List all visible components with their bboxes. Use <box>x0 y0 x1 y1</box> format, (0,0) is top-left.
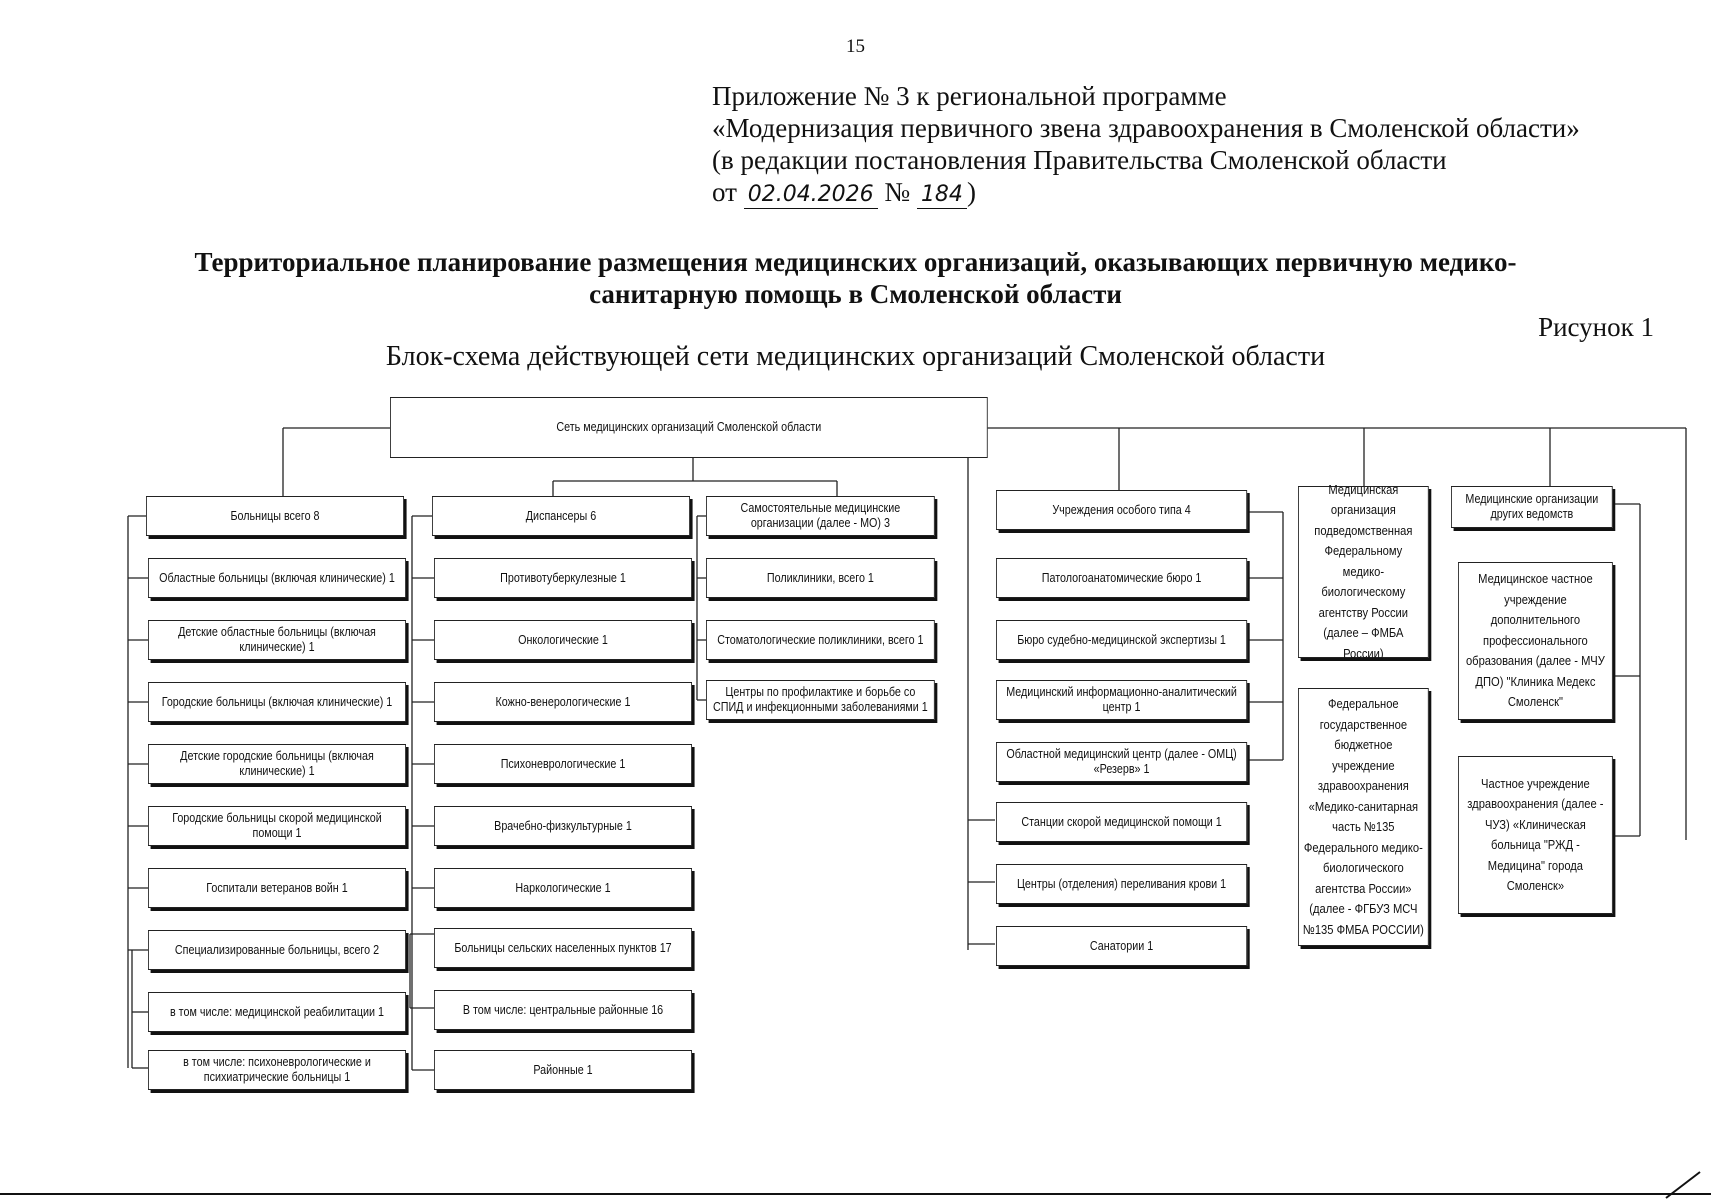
document-title-line-1: Территориальное планирование размещения … <box>194 247 1517 277</box>
figure-label: Рисунок 1 <box>1538 312 1654 342</box>
appendix-header: Приложение № 3 к региональной программе … <box>712 80 1580 209</box>
appendix-line-3: (в редакции постановления Правительства … <box>712 145 1447 175</box>
other-header: Медицинские организации других ведомств <box>1451 486 1613 528</box>
dispensary-item-3: Кожно-венерологические 1 <box>434 682 692 722</box>
dispensaries-header: Диспансеры 6 <box>432 496 690 536</box>
independent-item-3: Центры по профилактике и борьбе со СПИД … <box>706 680 935 720</box>
hospital-item-2: Детские областные больницы (включая клин… <box>148 620 406 660</box>
independent-item-2: Стоматологические поликлиники, всего 1 <box>706 620 935 660</box>
special-item-5: Станции скорой медицинской помощи 1 <box>996 802 1248 842</box>
hospitals-header: Больницы всего 8 <box>146 496 404 536</box>
dispensary-item-5: Врачебно-физкультурные 1 <box>434 806 692 846</box>
special-item-6: Центры (отделения) переливания крови 1 <box>996 864 1248 904</box>
hospital-item-8: в том числе: медицинской реабилитации 1 <box>148 992 406 1032</box>
dispensary-item-6: Наркологические 1 <box>434 868 692 908</box>
special-item-3: Медицинский информационно-аналитический … <box>996 680 1248 720</box>
hospital-item-5: Городские больницы скорой медицинской по… <box>148 806 406 846</box>
hospital-item-3: Городские больницы (включая клинические)… <box>148 682 406 722</box>
dispensary-item-8: В том числе: центральные районные 16 <box>434 990 692 1030</box>
hospital-item-4: Детские городские больницы (включая клин… <box>148 744 406 784</box>
fmba-header: Медицинская организация подведомственная… <box>1298 482 1429 661</box>
appendix-line-2: «Модернизация первичного звена здравоохр… <box>712 113 1580 143</box>
pen-stroke-mark <box>1665 1171 1701 1199</box>
appendix-from: от <box>712 177 737 207</box>
dispensary-item-7: Больницы сельских населенных пунктов 17 <box>434 928 692 968</box>
document-title: Территориальное планирование размещения … <box>80 246 1631 310</box>
other-item-2: Частное учреждение здравоохранения (дале… <box>1458 756 1613 914</box>
special-item-2: Бюро судебно-медицинской экспертизы 1 <box>996 620 1248 660</box>
appendix-close: ) <box>966 177 976 207</box>
appendix-line-1: Приложение № 3 к региональной программе <box>712 81 1227 111</box>
dispensary-item-4: Психоневрологические 1 <box>434 744 692 784</box>
number-sign: № <box>884 177 911 207</box>
handwritten-date: 02.04.2026 <box>743 182 878 209</box>
dispensary-item-2: Онкологические 1 <box>434 620 692 660</box>
hospital-item-1: Областные больницы (включая клинические)… <box>148 558 406 598</box>
hospital-item-7: Специализированные больницы, всего 2 <box>148 930 406 970</box>
page-number: 15 <box>846 36 865 57</box>
hospital-item-6: Госпитали ветеранов войн 1 <box>148 868 406 908</box>
dispensary-item-1: Противотуберкулезные 1 <box>434 558 692 598</box>
special-item-1: Патологоанатомические бюро 1 <box>996 558 1248 598</box>
other-item-1: Медицинское частное учреждение дополните… <box>1458 562 1613 720</box>
root-box: Сеть медицинских организаций Смоленской … <box>390 397 988 458</box>
special-header: Учреждения особого типа 4 <box>996 490 1248 530</box>
special-item-4: Областной медицинский центр (далее - ОМЦ… <box>996 742 1248 782</box>
fmba-item-1: Федеральное государственное бюджетное уч… <box>1298 688 1429 946</box>
appendix-line-4: от 02.04.2026 № 184) <box>712 176 1580 209</box>
hospital-item-9: в том числе: психоневрологические и псих… <box>148 1050 406 1090</box>
handwritten-number: 184 <box>916 182 967 209</box>
independent-header: Самостоятельные медицинские организации … <box>706 496 935 536</box>
special-item-7: Санатории 1 <box>996 926 1248 966</box>
scheme-title: Блок-схема действующей сети медицинских … <box>385 341 1326 372</box>
independent-item-1: Поликлиники, всего 1 <box>706 558 935 598</box>
footer-rule <box>0 1193 1711 1195</box>
document-title-line-2: санитарную помощь в Смоленской области <box>589 279 1122 309</box>
dispensary-item-9: Районные 1 <box>434 1050 692 1090</box>
